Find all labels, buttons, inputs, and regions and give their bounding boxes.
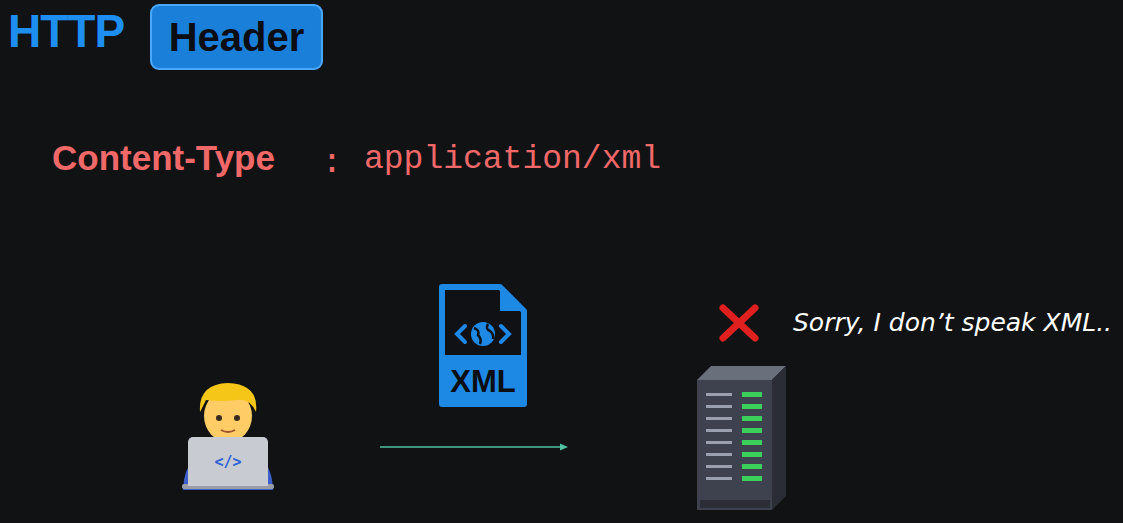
header-badge: Header (150, 4, 323, 70)
laptop-screen: </> (188, 437, 268, 486)
red-cross (723, 308, 755, 338)
server-icon (697, 366, 786, 510)
title-text: HTTP (8, 4, 124, 58)
separator: : (322, 141, 342, 180)
arrow-line (380, 446, 563, 448)
code-symbol: </> (214, 453, 241, 471)
server-reply: Sorry, I don’t speak XML.. (793, 308, 1112, 337)
arrow-head (560, 444, 568, 451)
xml-file-icon: XML (438, 283, 528, 408)
developer-figure (182, 383, 274, 490)
file-type-label: XML (450, 364, 515, 400)
header-label: Header (169, 15, 305, 60)
header-name: Content-Type (52, 138, 275, 178)
header-value: application/xml (364, 141, 661, 178)
